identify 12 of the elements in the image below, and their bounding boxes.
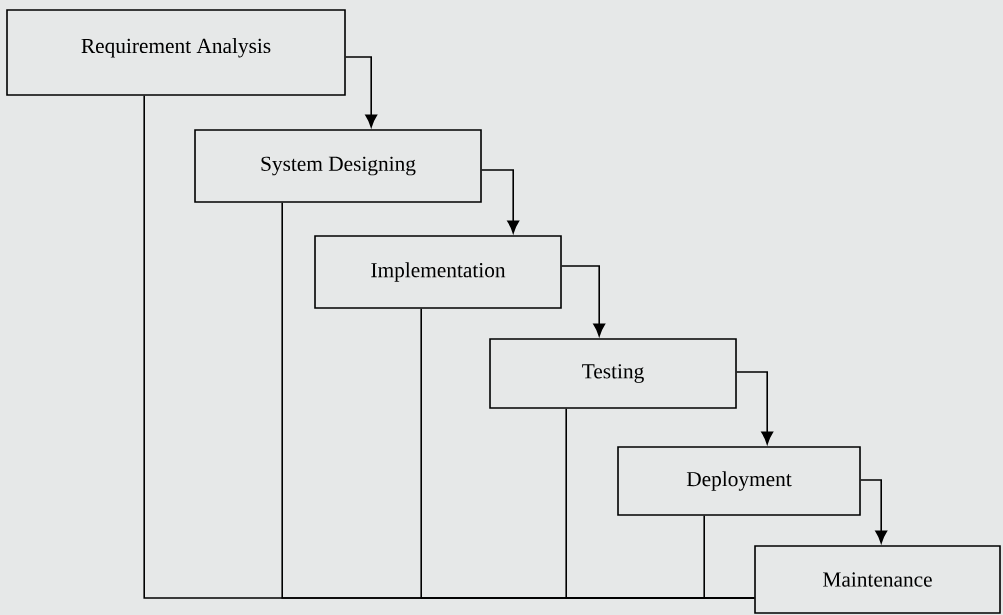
connector: [736, 371, 774, 445]
process-box: System Designing: [194, 129, 482, 203]
process-box: Implementation: [314, 235, 562, 309]
connector: [561, 265, 606, 337]
process-box: Requirement Analysis: [6, 9, 346, 96]
connector: [345, 56, 378, 128]
process-box: Deployment: [617, 446, 861, 516]
process-box: Testing: [489, 338, 737, 409]
connector: [703, 515, 755, 599]
process-box: Maintenance: [754, 545, 1001, 614]
connector: [860, 479, 888, 544]
connector: [481, 169, 520, 234]
